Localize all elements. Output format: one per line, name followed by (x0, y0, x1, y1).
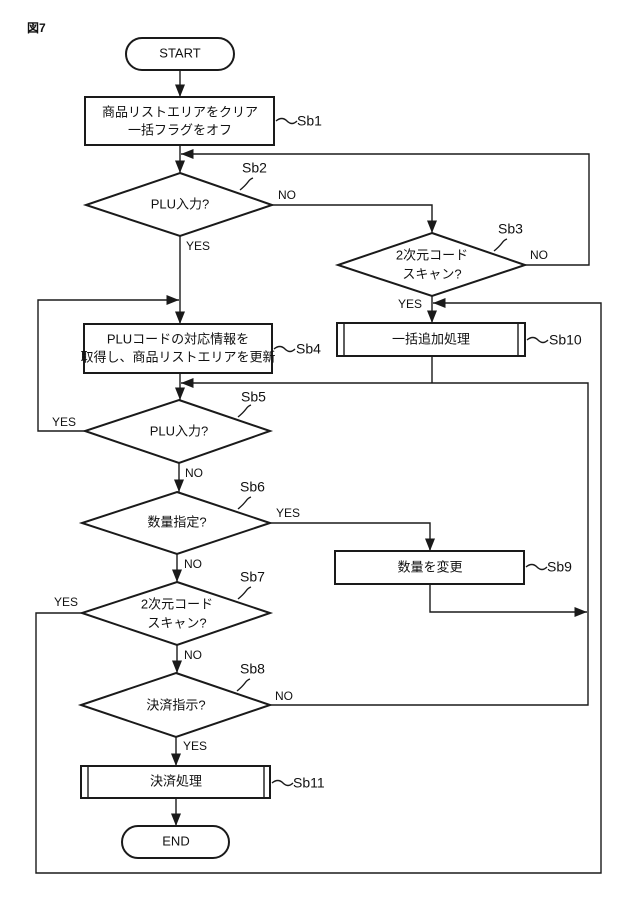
sb10-text: 一括追加処理 (392, 331, 470, 346)
sb2-no-label: NO (278, 188, 296, 202)
decision-sb7: 2次元コード スキャン? Sb7 YES NO (54, 569, 270, 662)
sb11-text: 決済処理 (150, 773, 202, 788)
decision-sb6: 数量指定? Sb6 YES NO (82, 479, 300, 571)
end-terminal: END (122, 826, 229, 858)
sb9-text: 数量を変更 (397, 559, 462, 574)
process-sb1: 商品リストエリアをクリア 一括フラグをオフ Sb1 (85, 97, 322, 145)
decision-sb3: 2次元コード スキャン? Sb3 NO YES (338, 221, 548, 311)
sb6-text: 数量指定? (147, 514, 206, 529)
sb8-label: Sb8 (240, 661, 265, 677)
connectors (36, 70, 601, 873)
arrow-sb9-out (430, 584, 587, 612)
sb6-label: Sb6 (240, 479, 265, 495)
sb3-line1: 2次元コード (396, 247, 468, 262)
decision-sb5: PLU入力? Sb5 YES NO (52, 389, 270, 480)
decision-sb2: PLU入力? Sb2 NO YES (86, 160, 296, 253)
sb7-label: Sb7 (240, 569, 265, 585)
sb7-yes-label: YES (54, 595, 78, 609)
sb8-yes-label: YES (183, 739, 207, 753)
subprocess-sb11: 決済処理 Sb11 (81, 766, 325, 798)
sb1-line2: 一括フラグをオフ (128, 122, 232, 137)
sb3-yes-label: YES (398, 297, 422, 311)
start-terminal: START (126, 38, 234, 70)
sb4-line1: PLUコードの対応情報を (107, 331, 249, 346)
sb4-label: Sb4 (296, 341, 321, 357)
arrow-sb2-no (272, 205, 432, 233)
sb8-text: 決済指示? (146, 697, 205, 712)
sb2-yes-label: YES (186, 239, 210, 253)
sb8-no-label: NO (275, 689, 293, 703)
sb1-label: Sb1 (297, 113, 322, 129)
sb11-label: Sb11 (293, 775, 325, 791)
end-text: END (162, 833, 189, 848)
sb5-text: PLU入力? (150, 423, 209, 438)
sb3-line2: スキャン? (402, 266, 461, 281)
sb4-line2: 取得し、商品リストエリアを更新 (80, 349, 275, 364)
sb6-no-label: NO (184, 557, 202, 571)
sb5-label: Sb5 (241, 389, 266, 405)
sb9-label: Sb9 (547, 559, 572, 575)
sb5-no-label: NO (185, 466, 203, 480)
process-sb4: PLUコードの対応情報を 取得し、商品リストエリアを更新 Sb4 (80, 324, 321, 373)
sb3-label: Sb3 (498, 221, 523, 237)
sb6-yes-label: YES (276, 506, 300, 520)
figure-label: 図7 (27, 21, 46, 35)
sb7-line1: 2次元コード (141, 596, 213, 611)
sb7-line2: スキャン? (147, 615, 206, 630)
sb10-label: Sb10 (549, 332, 582, 348)
subprocess-sb10: 一括追加処理 Sb10 (337, 323, 582, 356)
sb2-text: PLU入力? (151, 196, 210, 211)
sb3-no-label: NO (530, 248, 548, 262)
sb5-yes-label: YES (52, 415, 76, 429)
start-text: START (159, 45, 200, 60)
process-sb9: 数量を変更 Sb9 (335, 551, 572, 584)
sb2-label: Sb2 (242, 160, 267, 176)
decision-sb8: 決済指示? Sb8 NO YES (81, 661, 293, 753)
sb7-no-label: NO (184, 648, 202, 662)
arrow-sb6-yes (270, 523, 430, 551)
sb1-line1: 商品リストエリアをクリア (102, 104, 258, 119)
